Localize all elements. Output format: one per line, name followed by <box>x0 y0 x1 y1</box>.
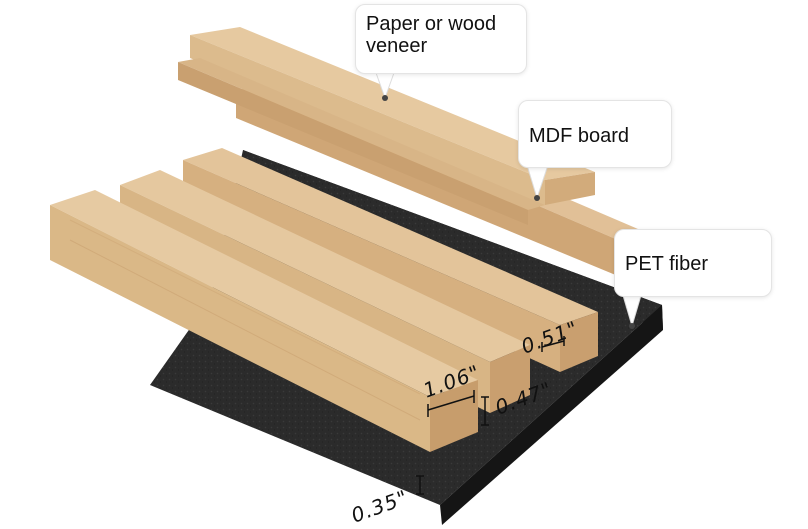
mdf-callout: MDF board <box>518 100 672 168</box>
veneer-callout-line1: Paper or wood <box>366 13 497 35</box>
pet-callout-label: PET fiber <box>625 253 708 275</box>
mdf-callout-label: MDF board <box>529 125 630 147</box>
slat-width-dim-line <box>427 390 475 417</box>
veneer-strip-lower <box>178 58 545 225</box>
pet-callout: PET fiber <box>614 229 772 297</box>
gap-width-dim-line <box>541 336 565 352</box>
backing-thickness-dim-line <box>416 475 424 495</box>
pet-pointer <box>621 291 643 329</box>
slat-height-dim-line <box>481 396 489 426</box>
veneer-strip <box>190 27 595 205</box>
veneer-callout: Paper or wood veneer <box>355 4 527 74</box>
veneer-callout-line2: veneer <box>366 35 428 57</box>
